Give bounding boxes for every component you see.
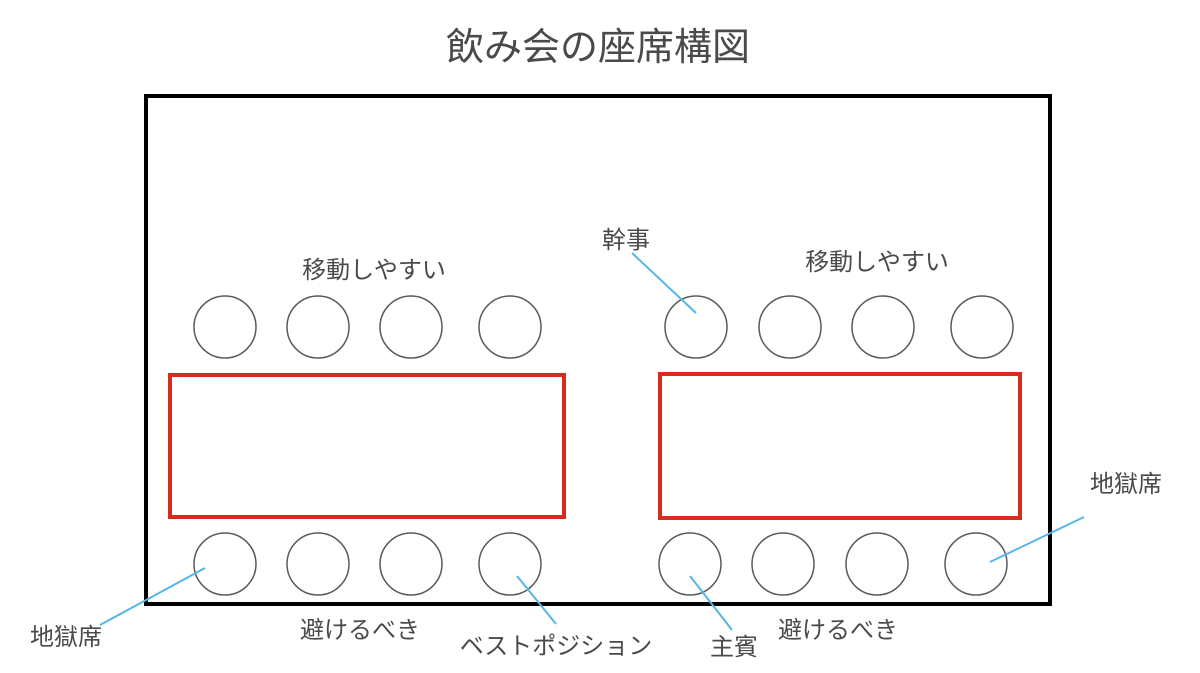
seats <box>193 295 1014 596</box>
seat-16 <box>944 532 1008 596</box>
seat-10 <box>286 532 350 596</box>
pointer-best-position <box>516 575 557 625</box>
label-easy-move-left: 移動しやすい <box>302 256 446 284</box>
seat-14 <box>751 532 815 596</box>
label-easy-move-right: 移動しやすい <box>805 248 949 276</box>
seat-7 <box>851 295 915 359</box>
label-hell-seat-right: 地獄席 <box>1090 470 1162 498</box>
seat-9 <box>193 532 257 596</box>
label-avoid-right: 避けるべき <box>778 616 898 644</box>
label-best-position: ベストポジション <box>460 632 652 660</box>
seat-12 <box>478 532 542 596</box>
diagram-title: 飲み会の座席構図 <box>446 25 750 69</box>
seat-1 <box>193 295 257 359</box>
room-outline <box>144 94 1052 606</box>
pointer-hell-seat-left <box>99 567 206 626</box>
seat-5 <box>664 295 728 359</box>
label-avoid-left: 避けるべき <box>300 616 420 644</box>
table-right <box>658 372 1022 520</box>
label-guest-of-honor: 主賓 <box>710 633 758 661</box>
label-hell-seat-left: 地獄席 <box>30 623 102 651</box>
seat-8 <box>950 295 1014 359</box>
seat-15 <box>845 532 909 596</box>
seat-6 <box>758 295 822 359</box>
table-left <box>168 373 566 519</box>
pointer-organizer <box>631 252 697 314</box>
seat-11 <box>379 532 443 596</box>
label-organizer: 幹事 <box>602 226 650 254</box>
seat-13 <box>658 532 722 596</box>
pointer-lines <box>99 252 1085 631</box>
seat-4 <box>478 295 542 359</box>
seat-2 <box>286 295 350 359</box>
pointer-hell-seat-right <box>989 516 1085 563</box>
pointer-guest-of-honor <box>689 575 733 631</box>
seat-3 <box>379 295 443 359</box>
